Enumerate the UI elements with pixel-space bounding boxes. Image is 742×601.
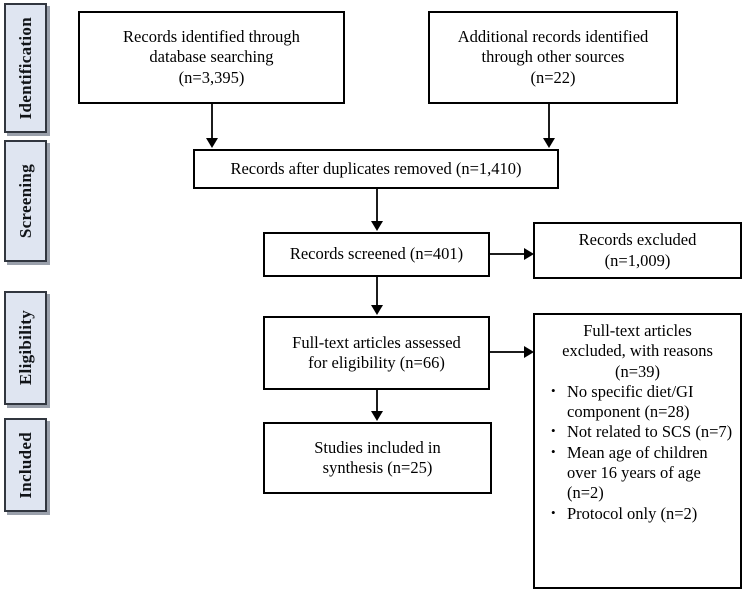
list-item: Not related to SCS (n=7) [545, 422, 734, 442]
connector-duplicates-to-screened [376, 189, 378, 222]
box-records-identified-other-text: Additional records identified through ot… [457, 27, 649, 87]
stage-box-included: Included [4, 418, 47, 512]
box-records-screened-text: Records screened (n=401) [289, 244, 464, 264]
box-fulltext-assessed-text: Full-text articles assessed for eligibil… [292, 332, 461, 372]
arrowhead-database-to-duplicates [206, 138, 218, 148]
list-item: Mean age of children over 16 years of ag… [545, 443, 734, 504]
box-records-excluded-text: Records excluded (n=1,009) [578, 230, 697, 270]
arrowhead-other-to-duplicates [543, 138, 555, 148]
box-studies-included-text: Studies included in synthesis (n=25) [314, 437, 441, 477]
stage-label-screening: Screening [16, 163, 35, 239]
stage-label-identification: Identification [16, 16, 35, 120]
arrowhead-duplicates-to-screened [371, 221, 383, 231]
stage-box-eligibility: Eligibility [4, 291, 47, 405]
list-item: Protocol only (n=2) [545, 504, 734, 524]
box-fulltext-excluded-title: Full-text articles excluded, with reason… [562, 321, 713, 381]
box-records-after-duplicates-text: Records after duplicates removed (n=1,41… [230, 158, 522, 178]
connector-fulltext-to-reasons [490, 351, 525, 353]
box-fulltext-excluded-reasons: Full-text articles excluded, with reason… [533, 313, 742, 589]
arrowhead-fulltext-to-reasons [524, 346, 534, 358]
box-records-excluded: Records excluded (n=1,009) [533, 222, 742, 279]
box-records-screened: Records screened (n=401) [263, 232, 490, 277]
box-records-identified-other: Additional records identified through ot… [428, 11, 678, 104]
box-fulltext-assessed: Full-text articles assessed for eligibil… [263, 316, 490, 390]
connector-database-to-duplicates [211, 104, 213, 139]
connector-screened-to-excluded [490, 253, 525, 255]
box-studies-included: Studies included in synthesis (n=25) [263, 422, 492, 494]
list-item: No specific diet/GI component (n=28) [545, 382, 734, 423]
box-records-after-duplicates: Records after duplicates removed (n=1,41… [193, 149, 559, 189]
exclusion-reasons-list: No specific diet/GI component (n=28) Not… [541, 382, 734, 524]
box-records-identified-database: Records identified through database sear… [78, 11, 345, 104]
connector-fulltext-to-included [376, 390, 378, 412]
connector-other-to-duplicates [548, 104, 550, 139]
arrowhead-screened-to-excluded [524, 248, 534, 260]
box-records-identified-database-text: Records identified through database sear… [123, 27, 300, 87]
stage-box-identification: Identification [4, 3, 47, 133]
arrowhead-screened-to-fulltext [371, 305, 383, 315]
connector-screened-to-fulltext [376, 277, 378, 306]
arrowhead-fulltext-to-included [371, 411, 383, 421]
stage-box-screening: Screening [4, 140, 47, 262]
stage-label-included: Included [16, 431, 35, 499]
stage-label-eligibility: Eligibility [16, 310, 35, 386]
